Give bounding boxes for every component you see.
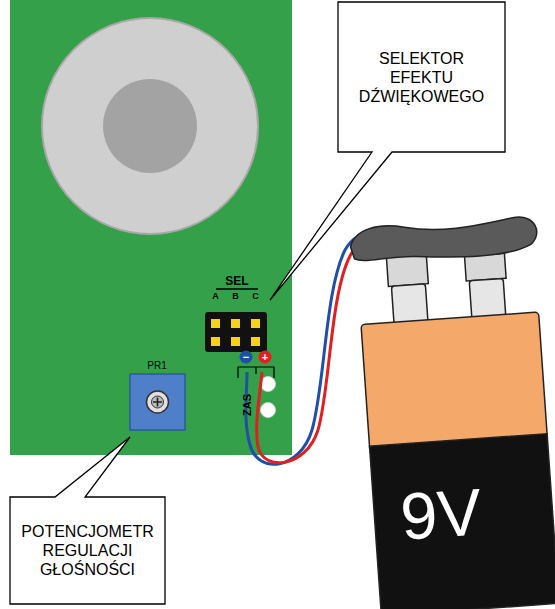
battery-top <box>361 312 548 454</box>
callout-box: POTENCJOMETR REGULACJI GŁOŚNOŚCI <box>10 497 165 604</box>
pot-screw <box>147 391 169 413</box>
battery-terminal <box>386 254 428 287</box>
connector-name: ZAS <box>242 394 253 416</box>
battery-snap <box>349 215 538 265</box>
battery-terminal <box>469 278 506 318</box>
pin-name: B <box>232 292 239 301</box>
battery-label: 9V <box>398 478 483 549</box>
pot-slot <box>153 398 162 407</box>
wire-positive <box>257 238 380 463</box>
potentiometer <box>130 374 185 430</box>
pot-screw-inner <box>152 396 164 408</box>
speaker-center <box>103 79 197 173</box>
terminal-divider <box>255 367 256 374</box>
callout-shape <box>270 2 505 300</box>
polarity-sign: − <box>243 351 249 362</box>
wire-negative <box>246 232 375 464</box>
polarity-sign: + <box>262 351 268 362</box>
callout-text: POTENCJOMETR REGULACJI GŁOŚNOŚCI <box>21 522 153 579</box>
minus-mark <box>240 351 253 364</box>
speaker <box>42 18 258 234</box>
pin-name: C <box>252 292 259 301</box>
battery <box>349 215 555 609</box>
callout-text: SELEKTOR EFEKTU DŹWIĘKOWEGO <box>359 49 484 106</box>
sel-line <box>216 288 258 290</box>
battery-body <box>370 434 555 609</box>
callout-box: SELEKTOR EFEKTU DŹWIĘKOWEGO <box>338 2 505 152</box>
callout-shape <box>10 437 165 604</box>
connector-name: SEL <box>225 275 248 287</box>
part-name: PR1 <box>147 361 166 371</box>
battery-terminal <box>391 284 428 324</box>
solder-hole <box>261 403 276 418</box>
pin-name: A <box>212 292 219 301</box>
plus-mark <box>259 351 272 364</box>
pin-header <box>205 312 267 352</box>
pcb-board <box>10 0 292 455</box>
pins <box>211 319 260 346</box>
